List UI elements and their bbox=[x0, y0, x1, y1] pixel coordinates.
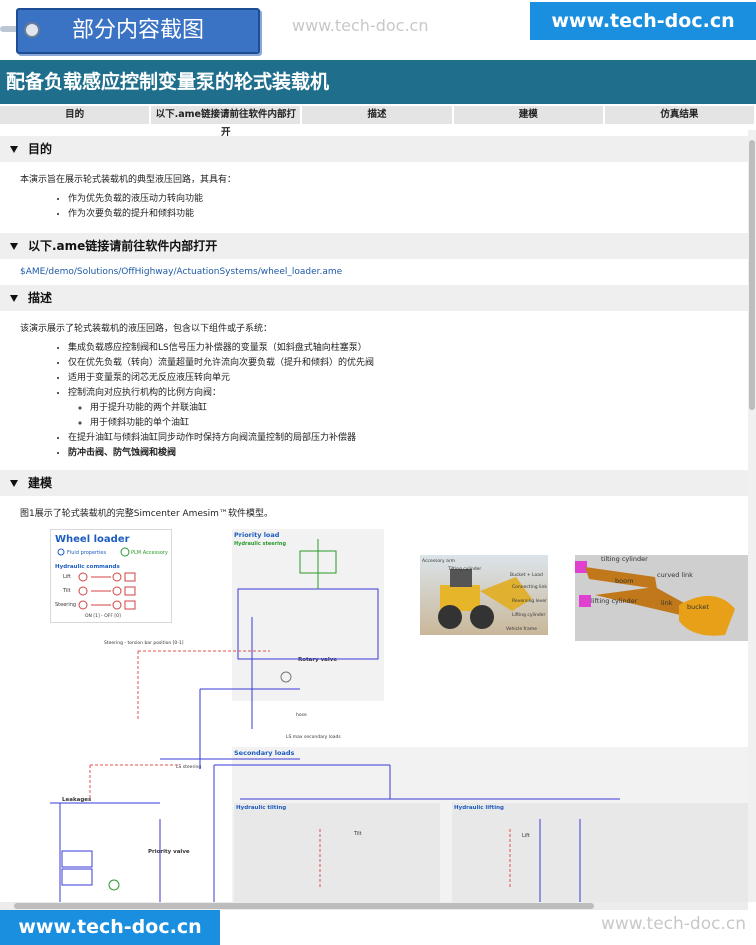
section-header-link[interactable]: 以下.ame链接请前往软件内部打开 bbox=[0, 233, 748, 259]
list-item: 在提升油缸与倾斜油缸同步动作时保持方向阀流量控制的局部压力补偿器 bbox=[68, 430, 748, 443]
secondary-loads-label: Secondary loads bbox=[234, 749, 295, 757]
section-title: 以下.ame链接请前往软件内部打开 bbox=[28, 239, 218, 253]
section-title: 描述 bbox=[28, 291, 53, 305]
ls-max-label: LS max secondary loads bbox=[286, 735, 341, 740]
photo-label: Reversing lever bbox=[512, 599, 548, 604]
modeling-intro: 图1展示了轮式装载机的完整Simcenter Amesim™软件模型。 bbox=[20, 509, 273, 519]
photo-label: Lifting cylinder bbox=[512, 613, 546, 618]
wheel-loader-title: Wheel loader bbox=[55, 534, 130, 545]
collapse-triangle-icon bbox=[10, 295, 18, 302]
tab-description[interactable]: 描述 bbox=[302, 106, 452, 124]
leakages-label: Leakages bbox=[62, 797, 92, 803]
loader-photo-shape bbox=[438, 569, 532, 629]
linkage-label: link bbox=[661, 599, 673, 607]
description-intro: 该演示展示了轮式装载机的液压回路，包含以下组件或子系统： bbox=[20, 324, 273, 334]
priority-load-label: Priority load bbox=[234, 531, 280, 539]
watermark-top: www.tech-doc.cn bbox=[292, 16, 429, 35]
sub-list: 用于提升功能的两个并联油缸 用于倾斜功能的单个油缸 bbox=[68, 400, 748, 428]
linkage-label: tilting cylinder bbox=[601, 555, 648, 563]
watermark-bottom: www.tech-doc.cn bbox=[601, 914, 746, 934]
wheel-loader-panel: Wheel loader Fluid properties PLM Access… bbox=[50, 529, 172, 623]
photo-label: Vehicle frame bbox=[506, 627, 537, 632]
hyd-tilting-label: Hydraulic tilting bbox=[236, 805, 287, 811]
brand-banner-top[interactable]: www.tech-doc.cn bbox=[530, 2, 756, 40]
brand-banner-bottom[interactable]: www.tech-doc.cn bbox=[0, 910, 220, 945]
linkage-label: bucket bbox=[687, 603, 709, 611]
hscroll-thumb[interactable] bbox=[14, 903, 594, 909]
tilt-label: Tilt bbox=[354, 831, 362, 837]
top-header: 部分内容截图 www.tech-doc.cn www.tech-doc.cn bbox=[0, 0, 756, 58]
tab-results[interactable]: 仿真结果 bbox=[604, 106, 755, 124]
cmd-tilt-label: Tilt bbox=[63, 588, 71, 594]
list-item: 用于提升功能的两个并联油缸 bbox=[90, 400, 748, 413]
hyd-commands-label: Hydraulic commands bbox=[55, 564, 120, 570]
list-item: 作为次要负载的提升和倾斜功能 bbox=[68, 206, 748, 219]
pin-icon bbox=[24, 22, 40, 38]
hose-label: hose bbox=[296, 713, 307, 718]
section-header-description[interactable]: 描述 bbox=[0, 285, 748, 311]
plm-label: PLM Accessory bbox=[131, 550, 168, 556]
cmd-lift-label: Lift bbox=[63, 574, 71, 580]
ls-steering-label: LS steering bbox=[176, 765, 202, 770]
ame-file-link[interactable]: $AME/demo/Solutions/OffHighway/Actuation… bbox=[20, 267, 343, 277]
on-off-label: ON [1] - OFF [0] bbox=[85, 614, 121, 619]
tab-link[interactable]: 以下.ame链接请前往软件内部打开 bbox=[151, 106, 301, 138]
linkage-label: curved link bbox=[657, 571, 693, 579]
photo-label: Accessory arm bbox=[422, 559, 456, 564]
purpose-intro: 本演示旨在展示轮式装载机的典型液压回路，其具有： bbox=[20, 175, 237, 185]
hyd-lifting-label: Hydraulic lifting bbox=[454, 805, 504, 811]
linkage-diagram: tilting cylinder boom curved link liftin… bbox=[575, 555, 748, 641]
commands-symbols bbox=[57, 547, 136, 610]
linkage-label: lifting cylinder bbox=[591, 597, 638, 605]
photo-label: Bucket + Load bbox=[510, 573, 543, 578]
tab-purpose[interactable]: 目的 bbox=[0, 106, 150, 124]
screenshot-badge: 部分内容截图 bbox=[16, 8, 260, 54]
list-item: 控制流向对应执行机构的比例方向阀： bbox=[68, 385, 748, 398]
list-item: 防冲击阀、防气蚀阀和梭阀 bbox=[68, 445, 748, 458]
tab-modeling[interactable]: 建模 bbox=[453, 106, 603, 124]
lift-label: Lift bbox=[522, 833, 530, 839]
document-content: 目的 本演示旨在展示轮式装载机的典型液压回路，其具有： 作为优先负载的液压动力转… bbox=[0, 130, 748, 902]
linkage-label: boom bbox=[615, 577, 634, 585]
hydraulic-schematic bbox=[50, 539, 620, 902]
fluid-props-label: Fluid properties bbox=[67, 550, 107, 556]
torsion-bar-label: Steering - torsion bar position [0-1] bbox=[104, 641, 184, 646]
photo-label: Tilting cylinder bbox=[448, 567, 482, 572]
tilting-subpanel: Hydraulic tilting Tilt bbox=[234, 803, 440, 902]
list-item: 适用于变量泵的闭芯无反应液压转向单元 bbox=[68, 370, 748, 383]
wheel-loader-photo: Accessory arm Tilting cylinder Bucket + … bbox=[420, 555, 548, 635]
horizontal-scrollbar[interactable] bbox=[0, 902, 748, 910]
photo-label: Connecting link bbox=[512, 585, 547, 590]
page-title: 配备负载感应控制变量泵的轮式装载机 bbox=[0, 60, 756, 104]
linkage-shapes bbox=[575, 561, 735, 636]
amesim-model-figure: Wheel loader Fluid properties PLM Access… bbox=[0, 529, 748, 902]
section-header-purpose[interactable]: 目的 bbox=[0, 136, 748, 162]
rotary-valve-label: Rotary valve bbox=[298, 657, 338, 663]
section-nav: 目的 以下.ame链接请前往软件内部打开 描述 建模 仿真结果 bbox=[0, 106, 756, 138]
collapse-triangle-icon bbox=[10, 146, 18, 153]
secondary-loads-panel: Secondary loads Hydraulic tilting Tilt H… bbox=[232, 747, 748, 902]
hyd-steering-label: Hydraulic steering bbox=[234, 541, 287, 547]
vertical-scrollbar[interactable] bbox=[748, 130, 756, 902]
collapse-triangle-icon bbox=[10, 243, 18, 250]
priority-load-panel: Priority load Hydraulic steering Rotary … bbox=[232, 529, 384, 701]
section-title: 建模 bbox=[28, 476, 53, 490]
section-title: 目的 bbox=[28, 142, 53, 156]
scroll-thumb[interactable] bbox=[749, 140, 755, 410]
lifting-subpanel: Hydraulic lifting Lift bbox=[452, 803, 748, 902]
cmd-steering-label: Steering bbox=[55, 602, 77, 608]
list-item: 作为优先负载的液压动力转向功能 bbox=[68, 191, 748, 204]
list-item: 用于倾斜功能的单个油缸 bbox=[90, 415, 748, 428]
collapse-triangle-icon bbox=[10, 480, 18, 487]
purpose-list: 作为优先负载的液压动力转向功能 作为次要负载的提升和倾斜功能 bbox=[0, 191, 748, 219]
description-list: 集成负载感应控制阀和LS信号压力补偿器的变量泵（如斜盘式轴向柱塞泵） 仅在优先负… bbox=[0, 340, 748, 458]
list-item: 集成负载感应控制阀和LS信号压力补偿器的变量泵（如斜盘式轴向柱塞泵） bbox=[68, 340, 748, 353]
list-item: 仅在优先负载（转向）流量超量时允许流向次要负载（提升和倾斜）的优先阀 bbox=[68, 355, 748, 368]
priority-valve-label: Priority valve bbox=[148, 849, 190, 855]
section-header-modeling[interactable]: 建模 bbox=[0, 470, 748, 496]
